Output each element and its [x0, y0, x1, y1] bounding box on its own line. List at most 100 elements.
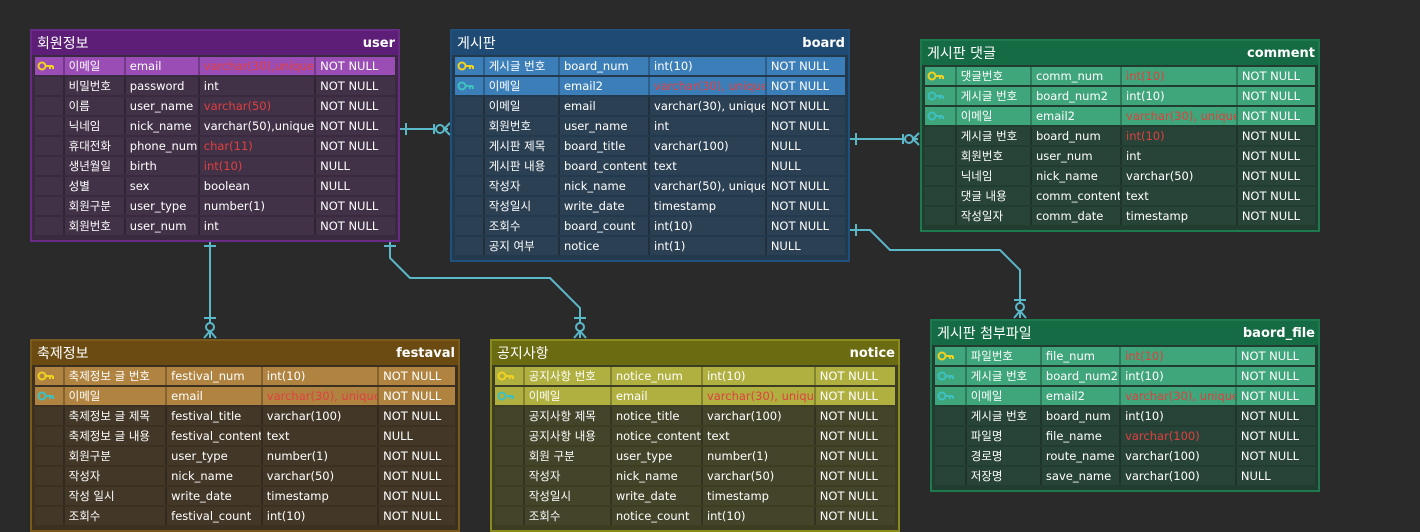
column-label: 게시글 번호: [957, 87, 1032, 105]
table-row[interactable]: 조회수 festival_count int(10) NOT NULL: [35, 507, 455, 525]
table-row[interactable]: 닉네임 nick_name varchar(50),unique NOT NUL…: [35, 117, 395, 135]
column-label: 이메일: [65, 57, 126, 75]
table-header[interactable]: 회원정보 user: [32, 31, 398, 55]
table-row[interactable]: 이메일 email varchar(30), unique NOT NULL: [35, 387, 455, 405]
table-name: comment: [1246, 45, 1315, 61]
column-field: user_type: [612, 447, 703, 465]
table-user[interactable]: 회원정보 user 이메일 email varchar(30),unique N…: [30, 29, 400, 242]
column-type: number(1): [200, 197, 317, 215]
key-slot: [35, 77, 65, 95]
table-row[interactable]: 이메일 email varchar(30),unique NOT NULL: [35, 57, 395, 75]
column-label: 이메일: [967, 387, 1042, 405]
column-type: int: [1122, 147, 1238, 165]
table-row[interactable]: 작성자 nick_name varchar(50) NOT NULL: [495, 467, 895, 485]
column-label: 축제정보 글 내용: [65, 427, 168, 445]
column-type: int(10): [263, 367, 380, 385]
table-row[interactable]: 작성자 nick_name varchar(50) NOT NULL: [35, 467, 455, 485]
table-row[interactable]: 작성일시 write_date timestamp NOT NULL: [495, 487, 895, 505]
table-row[interactable]: 닉네임 nick_name varchar(50) NOT NULL: [925, 167, 1315, 185]
column-nullable: NOT NULL: [1240, 369, 1300, 383]
key-slot: [925, 127, 957, 145]
table-row[interactable]: 조회수 board_count int(10) NOT NULL: [455, 217, 845, 235]
table-baord_file[interactable]: 게시판 첨부파일 baord_file 파일번호 file_num int(10…: [930, 319, 1320, 492]
table-row[interactable]: 공지사항 번호 notice_num int(10) NOT NULL: [495, 367, 895, 385]
column-field: comm_date: [1032, 207, 1123, 225]
table-row[interactable]: 게시글 번호 board_num2 int(10) NOT NULL: [935, 367, 1315, 385]
column-type: varchar(50): [703, 467, 816, 485]
table-row[interactable]: 작성 일시 write_date timestamp NOT NULL: [35, 487, 455, 505]
column-nullable: NOT NULL: [770, 79, 829, 93]
table-row[interactable]: 경로명 route_name varchar(100) NOT NULL: [935, 447, 1315, 465]
table-row[interactable]: 회원구분 user_type number(1) NOT NULL: [35, 197, 395, 215]
table-row[interactable]: 저장명 save_name varchar(100) NULL: [935, 467, 1315, 485]
table-header[interactable]: 게시판 첨부파일 baord_file: [932, 321, 1318, 345]
column-field: nick_name: [167, 467, 263, 485]
column-type: int: [650, 117, 767, 135]
table-notice[interactable]: 공지사항 notice 공지사항 번호 notice_num int(10) N…: [490, 339, 900, 532]
column-field: notice_count: [612, 507, 703, 525]
column-nullable: NOT NULL: [383, 409, 442, 423]
table-row[interactable]: 조회수 notice_count int(10) NOT NULL: [495, 507, 895, 525]
column-field: file_name: [1042, 427, 1122, 445]
table-row[interactable]: 회원구분 user_type number(1) NOT NULL: [35, 447, 455, 465]
table-row[interactable]: 이메일 email2 varchar(30), unique NOT NULL: [925, 107, 1315, 125]
table-row[interactable]: 휴대전화 phone_num char(11) NOT NULL: [35, 137, 395, 155]
table-festaval[interactable]: 축제정보 festaval 축제정보 글 번호 festival_num int…: [30, 339, 460, 532]
table-row[interactable]: 댓글 내용 comm_content text NOT NULL: [925, 187, 1315, 205]
table-row[interactable]: 성별 sex boolean NULL: [35, 177, 395, 195]
table-row[interactable]: 공지사항 제목 notice_title varchar(100) NOT NU…: [495, 407, 895, 425]
table-header[interactable]: 공지사항 notice: [492, 341, 898, 365]
table-row[interactable]: 파일명 file_name varchar(100) NOT NULL: [935, 427, 1315, 445]
column-field: write_date: [560, 197, 651, 215]
column-type: text: [703, 427, 816, 445]
table-row[interactable]: 생년월일 birth int(10) NULL: [35, 157, 395, 175]
table-row[interactable]: 작성자 nick_name varchar(50), unique NOT NU…: [455, 177, 845, 195]
column-field: board_num2: [1042, 367, 1122, 385]
table-board[interactable]: 게시판 board 게시글 번호 board_num int(10) NOT N…: [450, 29, 850, 262]
column-field: email: [167, 387, 263, 405]
column-nullable: NOT NULL: [1240, 449, 1300, 463]
table-row[interactable]: 게시글 번호 board_num int(10) NOT NULL: [925, 127, 1315, 145]
table-header[interactable]: 게시판 댓글 comment: [922, 41, 1318, 65]
table-row[interactable]: 게시글 번호 board_num int(10) NOT NULL: [935, 407, 1315, 425]
table-row[interactable]: 게시판 내용 board_content text NULL: [455, 157, 845, 175]
table-comment[interactable]: 게시판 댓글 comment 댓글번호 comm_num int(10) NOT…: [920, 39, 1320, 232]
column-nullable: NULL: [320, 179, 350, 193]
table-row[interactable]: 공지 여부 notice int(1) NULL: [455, 237, 845, 255]
column-nullable: NOT NULL: [770, 199, 829, 213]
table-row[interactable]: 축제정보 글 내용 festival_content text NULL: [35, 427, 455, 445]
table-row[interactable]: 게시판 제목 board_title varchar(100) NULL: [455, 137, 845, 155]
column-field: festival_content: [167, 427, 263, 445]
column-type: varchar(100): [1121, 467, 1237, 485]
table-row[interactable]: 회원번호 user_num int NOT NULL: [925, 147, 1315, 165]
table-row[interactable]: 이메일 email varchar(30), unique NOT NULL: [455, 97, 845, 115]
key-slot: [495, 427, 525, 445]
column-nullable: NULL: [770, 239, 801, 253]
table-row[interactable]: 작성일시 write_date timestamp NOT NULL: [455, 197, 845, 215]
table-row[interactable]: 게시글 번호 board_num2 int(10) NOT NULL: [925, 87, 1315, 105]
table-row[interactable]: 작성일자 comm_date timestamp NOT NULL: [925, 207, 1315, 225]
table-row[interactable]: 이메일 email2 varchar(30), unique NOT NULL: [455, 77, 845, 95]
table-row[interactable]: 이메일 email2 varchar(30), unique NOT NULL: [935, 387, 1315, 405]
column-field: user_type: [126, 197, 200, 215]
table-row[interactable]: 회원번호 user_name int NOT NULL: [455, 117, 845, 135]
column-type: int(10): [703, 367, 816, 385]
table-row[interactable]: 축제정보 글 제목 festival_title varchar(100) NO…: [35, 407, 455, 425]
table-row[interactable]: 비밀번호 password int NOT NULL: [35, 77, 395, 95]
table-rows: 게시글 번호 board_num int(10) NOT NULL 이메일 em…: [452, 55, 848, 260]
column-label: 회원번호: [485, 117, 560, 135]
table-row[interactable]: 회원번호 user_num int NOT NULL: [35, 217, 395, 235]
column-field: email2: [1042, 387, 1122, 405]
column-label: 공지사항 번호: [525, 367, 612, 385]
table-header[interactable]: 축제정보 festaval: [32, 341, 458, 365]
table-row[interactable]: 이름 user_name varchar(50) NOT NULL: [35, 97, 395, 115]
table-row[interactable]: 댓글번호 comm_num int(10) NOT NULL: [925, 67, 1315, 85]
table-row[interactable]: 이메일 email varchar(30), unique NOT NULL: [495, 387, 895, 405]
table-header[interactable]: 게시판 board: [452, 31, 848, 55]
table-row[interactable]: 게시글 번호 board_num int(10) NOT NULL: [455, 57, 845, 75]
table-row[interactable]: 회원 구분 user_type number(1) NOT NULL: [495, 447, 895, 465]
table-row[interactable]: 공지사항 내용 notice_content text NOT NULL: [495, 427, 895, 445]
table-row[interactable]: 축제정보 글 번호 festival_num int(10) NOT NULL: [35, 367, 455, 385]
column-nullable: NOT NULL: [383, 509, 442, 523]
table-row[interactable]: 파일번호 file_num int(10) NOT NULL: [935, 347, 1315, 365]
